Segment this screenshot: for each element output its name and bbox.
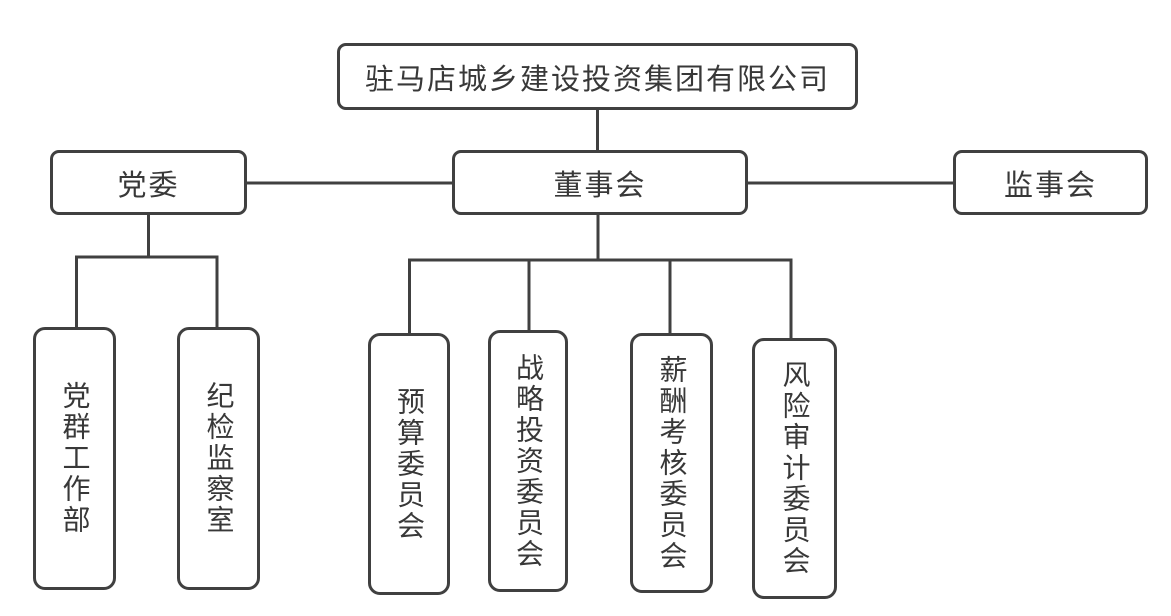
- org-node-party-mass-work-dept-label: 党群工作部: [59, 381, 91, 536]
- org-node-strategic-investment-committee-label: 战略投资委员会: [513, 352, 544, 570]
- org-node-discipline-inspection-office-label: 纪检监察室: [203, 381, 235, 536]
- org-node-risk-audit-committee: 风险审计委员会: [752, 338, 837, 599]
- org-node-party-committee: 党委: [50, 150, 247, 215]
- org-node-strategic-investment-committee: 战略投资委员会: [488, 330, 568, 592]
- org-node-board-of-supervisors-label: 监事会: [1003, 169, 1097, 202]
- org-node-board-of-directors-label: 董事会: [553, 169, 647, 202]
- org-node-party-mass-work-dept: 党群工作部: [33, 327, 116, 590]
- org-node-board-of-directors: 董事会: [452, 150, 748, 215]
- org-node-risk-audit-committee-label: 风险审计委员会: [779, 360, 811, 577]
- org-node-remuneration-appraisal-committee: 薪酬考核委员会: [630, 333, 713, 593]
- org-node-board-of-supervisors: 监事会: [953, 150, 1148, 215]
- org-node-budget-committee-label: 预算委员会: [394, 386, 425, 542]
- org-node-company-label: 驻马店城乡建设投资集团有限公司: [364, 63, 830, 96]
- org-node-company: 驻马店城乡建设投资集团有限公司: [337, 43, 858, 110]
- org-node-discipline-inspection-office: 纪检监察室: [177, 327, 260, 590]
- org-node-party-committee-label: 党委: [117, 169, 180, 202]
- org-node-remuneration-appraisal-committee-label: 薪酬考核委员会: [656, 354, 688, 572]
- org-node-budget-committee: 预算委员会: [368, 333, 450, 595]
